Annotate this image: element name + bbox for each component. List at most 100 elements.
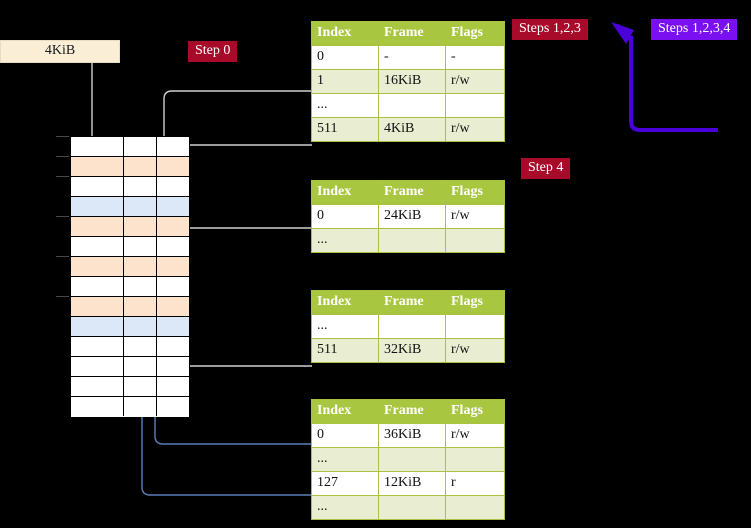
- column-header-index: Index: [311, 290, 379, 315]
- table-cell-index: ...: [311, 228, 379, 253]
- memory-frame-row: [71, 397, 189, 417]
- table-row[interactable]: ...: [311, 314, 505, 339]
- table-cell-frame: 36KiB: [378, 423, 446, 448]
- label-step-0-text: Step 0: [195, 43, 231, 58]
- table-cell-flags: r/w: [445, 423, 505, 448]
- label-step-4: Step 4: [521, 158, 571, 179]
- table-cell-frame: 24KiB: [378, 204, 446, 229]
- memory-frame-row: [71, 137, 189, 157]
- memory-frame-row: [71, 257, 189, 277]
- memory-frame-tick: [56, 216, 69, 217]
- memory-frame-tick: [56, 176, 69, 177]
- table-cell-flags: [445, 447, 505, 472]
- column-header-frame: Frame: [378, 21, 446, 46]
- purple-loop-arrow: [615, 23, 633, 42]
- memory-frame-tick: [56, 256, 69, 257]
- table-cell-flags: r/w: [445, 338, 505, 363]
- table-cell-frame: 12KiB: [378, 471, 446, 496]
- table-cell-index: ...: [311, 314, 379, 339]
- memory-frame-row: [71, 357, 189, 377]
- memgrid-divider-1: [123, 136, 124, 416]
- table-cell-flags: -: [445, 45, 505, 70]
- memory-frame-row: [71, 217, 189, 237]
- table-cell-index: 0: [311, 204, 379, 229]
- table-cell-frame: 16KiB: [378, 69, 446, 94]
- column-header-flags: Flags: [445, 399, 505, 424]
- table-cell-index: ...: [311, 495, 379, 520]
- memory-frame-tick: [56, 156, 69, 157]
- table-cell-frame: 32KiB: [378, 338, 446, 363]
- column-header-frame: Frame: [378, 399, 446, 424]
- memory-frame-row: [71, 297, 189, 317]
- purple-loop-line: [629, 36, 718, 132]
- column-header-frame: Frame: [378, 180, 446, 205]
- physical-memory-grid: [70, 136, 190, 417]
- table-cell-flags: [445, 228, 505, 253]
- connector-t3-32kib: [167, 318, 312, 367]
- table-cell-flags: r/w: [445, 204, 505, 229]
- memory-frame-row: [71, 377, 189, 397]
- column-header-index: Index: [311, 21, 379, 46]
- table-cell-frame: [378, 495, 446, 520]
- purple-arrowhead-icon: [611, 22, 634, 44]
- table-cell-index: 1: [311, 69, 379, 94]
- table-row[interactable]: ...: [311, 495, 505, 520]
- column-header-flags: Flags: [445, 290, 505, 315]
- table-row[interactable]: ...: [311, 93, 505, 118]
- label-steps-123-text: Steps 1,2,3: [519, 21, 581, 36]
- table-cell-flags: [445, 314, 505, 339]
- memory-frame-row: [71, 317, 189, 337]
- memory-frame-tick: [56, 296, 69, 297]
- label-step-0: Step 0: [188, 41, 238, 62]
- table-cell-flags: [445, 93, 505, 118]
- table-cell-frame: -: [378, 45, 446, 70]
- table-cell-flags: r/w: [445, 117, 505, 142]
- table-cell-index: ...: [311, 93, 379, 118]
- memory-frame-row: [71, 237, 189, 257]
- table-cell-frame: 4KiB: [378, 117, 446, 142]
- label-steps-1234-text: Steps 1,2,3,4: [658, 21, 731, 36]
- label-steps-1234: Steps 1,2,3,4: [651, 19, 738, 40]
- table-cell-index: 511: [311, 338, 379, 363]
- table-cell-flags: [445, 495, 505, 520]
- table-cell-index: 0: [311, 423, 379, 448]
- table-row[interactable]: ...: [311, 228, 505, 253]
- table-cell-index: 511: [311, 117, 379, 142]
- table-cell-frame: [378, 447, 446, 472]
- column-header-flags: Flags: [445, 21, 505, 46]
- table-cell-index: 127: [311, 471, 379, 496]
- table-cell-index: 0: [311, 45, 379, 70]
- memory-frame-row: [71, 277, 189, 297]
- table-row[interactable]: ...: [311, 447, 505, 472]
- table-cell-flags: r/w: [445, 69, 505, 94]
- label-step-4-text: Step 4: [528, 160, 564, 175]
- table-cell-frame: [378, 228, 446, 253]
- column-header-index: Index: [311, 180, 379, 205]
- column-header-flags: Flags: [445, 180, 505, 205]
- memory-frame-row: [71, 157, 189, 177]
- connector-t2-24kib: [171, 227, 312, 262]
- kib-box-label: 4KiB: [44, 43, 76, 58]
- column-header-frame: Frame: [378, 290, 446, 315]
- label-steps-123: Steps 1,2,3: [512, 19, 588, 40]
- memory-frame-tick: [56, 136, 69, 137]
- page-4kib-box: 4KiB: [0, 40, 120, 63]
- table-row[interactable]: 0--: [311, 45, 505, 70]
- column-header-index: Index: [311, 399, 379, 424]
- memory-frame-row: [71, 197, 189, 217]
- memgrid-divider-2: [156, 136, 157, 416]
